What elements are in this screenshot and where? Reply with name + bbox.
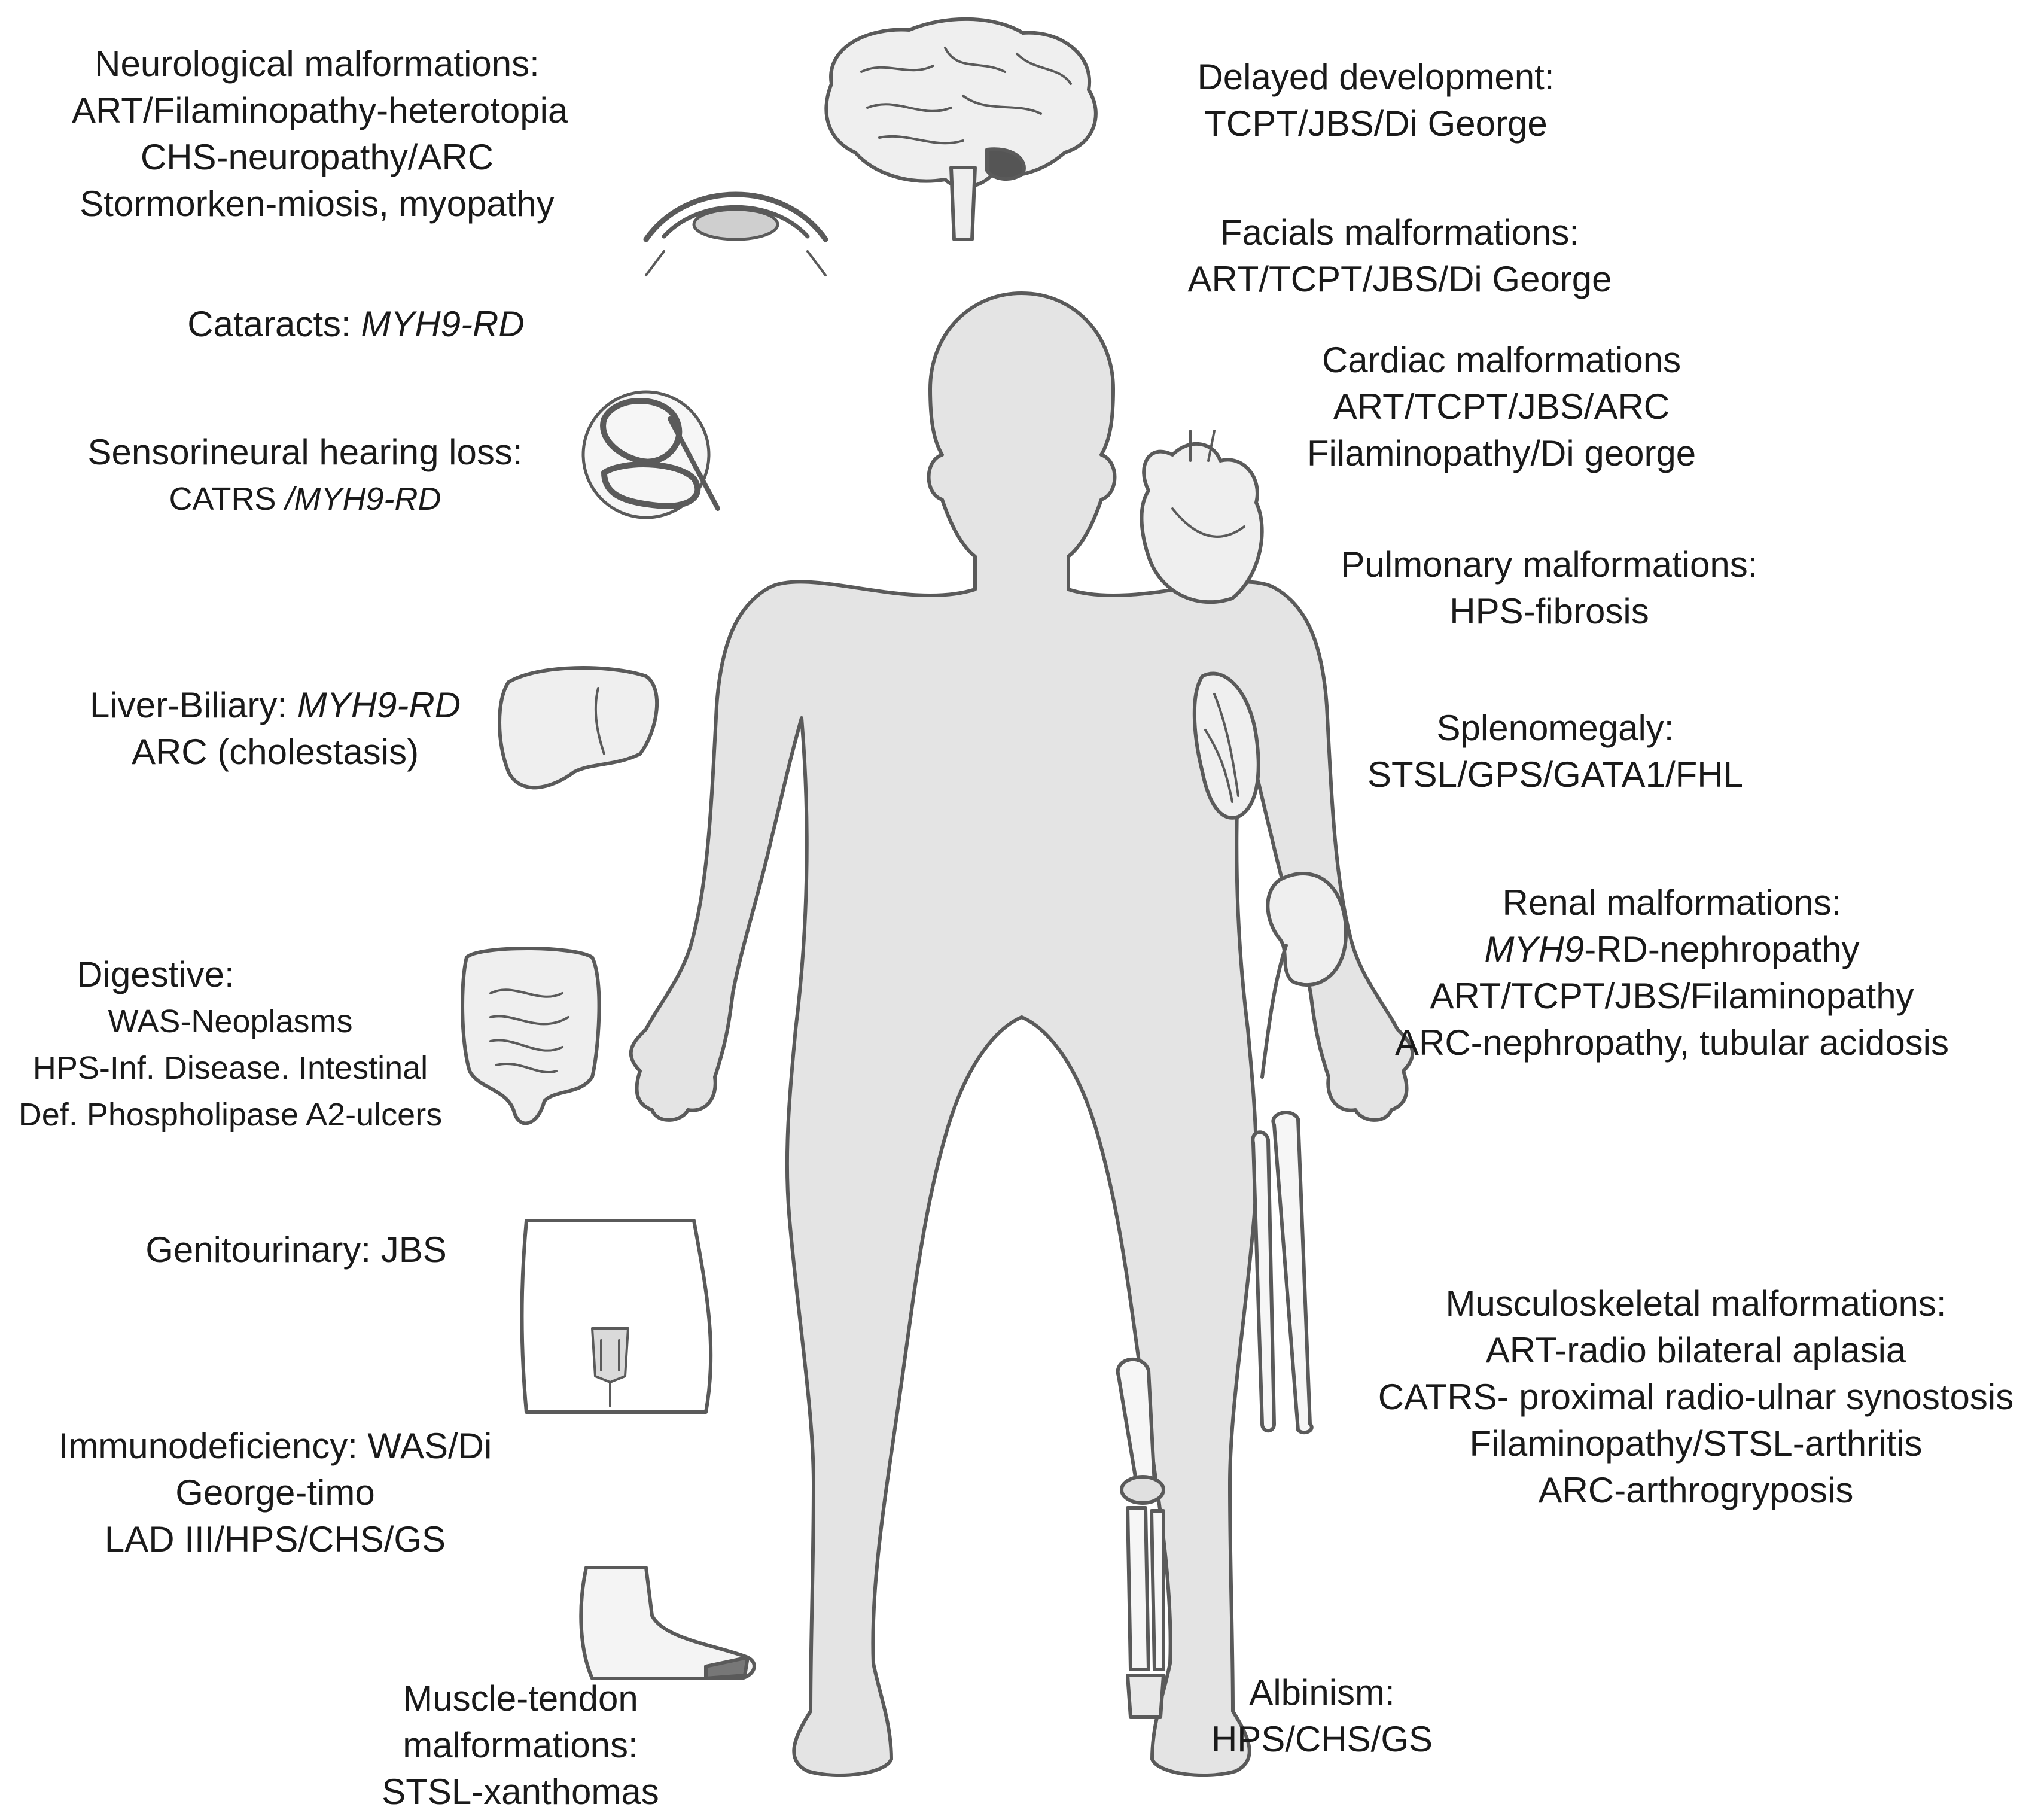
- digestive-line-2: HPS-Inf. Disease. Intestinal: [32, 1050, 428, 1086]
- intestine-icon: [461, 947, 601, 1125]
- label-renal: Renal malformations: MYH9-RD-nephropathy…: [1352, 880, 1992, 1066]
- delayed-line-1: TCPT/JBS/Di George: [1204, 104, 1548, 144]
- label-delayed-development: Delayed development: TCPT/JBS/Di George: [1131, 54, 1621, 147]
- renal-line-3: ARC-nephropathy, tubular acidosis: [1394, 1023, 1949, 1063]
- pelvis-icon: [520, 1219, 713, 1414]
- kidney-icon: [1260, 872, 1348, 1079]
- liver-icon: [498, 666, 659, 790]
- cataracts-gene: MYH9-RD: [361, 304, 525, 344]
- label-genitourinary: Genitourinary: JBS: [108, 1227, 485, 1273]
- facial-line-1: ART/TCPT/JBS/Di George: [1187, 259, 1612, 299]
- digestive-title: Digestive:: [77, 954, 234, 994]
- neuro-line-3: Stormorken-miosis, myopathy: [80, 184, 555, 224]
- facial-title: Facials malformations:: [1220, 212, 1580, 253]
- label-cardiac: Cardiac malformations ART/TCPT/JBS/ARC F…: [1268, 337, 1735, 477]
- muscle-line-2: malformations:: [403, 1725, 638, 1765]
- label-hearing: Sensorineural hearing loss: CATRS /MYH9-…: [48, 429, 562, 522]
- eye-icon: [643, 191, 828, 276]
- muscle-line-3: STSL-xanthomas: [382, 1772, 659, 1810]
- albinism-title: Albinism:: [1249, 1672, 1395, 1712]
- brain-icon: [824, 17, 1098, 241]
- cardiac-line-2: Filaminopathy/Di george: [1306, 433, 1696, 473]
- label-digestive: Digestive: WAS-Neoplasms HPS-Inf. Diseas…: [0, 951, 461, 1138]
- pulmonary-line-1: HPS-fibrosis: [1449, 591, 1649, 631]
- heart-icon: [1140, 430, 1264, 604]
- albinism-line-1: HPS/CHS/GS: [1211, 1719, 1433, 1759]
- label-musculoskeletal: Musculoskeletal malformations: ART-radio…: [1352, 1280, 2040, 1514]
- musculo-line-2: CATRS- proximal radio-ulnar synostosis: [1378, 1377, 2014, 1417]
- label-cataracts: Cataracts: MYH9-RD: [132, 301, 580, 348]
- label-liver: Liver-Biliary: MYH9-RD ARC (cholestasis): [48, 682, 502, 775]
- hearing-prefix: CATRS: [169, 481, 285, 517]
- immuno-line-1: Immunodeficiency: WAS/Di: [58, 1426, 492, 1466]
- cardiac-line-1: ART/TCPT/JBS/ARC: [1333, 387, 1670, 427]
- delayed-title: Delayed development:: [1197, 57, 1555, 97]
- musculo-line-1: ART-radio bilateral aplasia: [1485, 1330, 1906, 1370]
- body-silhouette: [629, 291, 1415, 1778]
- label-facial: Facials malformations: ART/TCPT/JBS/Di G…: [1154, 209, 1645, 303]
- neuro-line-2: CHS-neuropathy/ARC: [140, 137, 494, 177]
- immuno-line-3: LAD III/HPS/CHS/GS: [104, 1519, 446, 1559]
- neuro-line-1: ART/Filaminopathy-heterotopia: [72, 90, 568, 130]
- renal-line-1-suffix: -RD-nephropathy: [1584, 929, 1860, 969]
- inner-ear-icon: [581, 390, 720, 519]
- label-immunodeficiency: Immunodeficiency: WAS/Di George-timo LAD…: [30, 1423, 520, 1563]
- spleen-line-1: STSL/GPS/GATA1/FHL: [1367, 755, 1743, 795]
- renal-gene: MYH9: [1484, 929, 1585, 969]
- cataracts-prefix: Cataracts:: [187, 304, 361, 344]
- musculo-title: Musculoskeletal malformations:: [1445, 1283, 1946, 1324]
- label-muscle-tendon: Muscle-tendon malformations: STSL-xantho…: [335, 1675, 706, 1810]
- label-albinism: Albinism: HPS/CHS/GS: [1172, 1669, 1472, 1763]
- lung-icon: [1192, 671, 1260, 820]
- spleen-title: Splenomegaly:: [1436, 708, 1674, 748]
- digestive-line-3: Def. Phospholipase A2-ulcers: [18, 1097, 443, 1133]
- label-neurological: Neurological malformations: ART/Filamino…: [72, 41, 568, 227]
- cardiac-title: Cardiac malformations: [1321, 340, 1681, 380]
- musculo-line-4: ARC-arthrogryposis: [1538, 1470, 1854, 1510]
- foot-icon: [579, 1566, 756, 1680]
- liver-line-2: ARC (cholestasis): [131, 732, 419, 772]
- renal-line-2: ART/TCPT/JBS/Filaminopathy: [1430, 976, 1914, 1016]
- forearm-bones-icon: [1251, 1111, 1314, 1435]
- genito-title: Genitourinary: JBS: [145, 1230, 447, 1270]
- liver-gene: MYH9-RD: [297, 685, 461, 725]
- muscle-line-1: Muscle-tendon: [403, 1678, 638, 1718]
- musculo-line-3: Filaminopathy/STSL-arthritis: [1469, 1423, 1923, 1464]
- neuro-title: Neurological malformations:: [95, 44, 540, 84]
- pulmonary-title: Pulmonary malformations:: [1341, 544, 1758, 585]
- digestive-line-1: WAS-Neoplasms: [108, 1003, 353, 1039]
- hearing-title: Sensorineural hearing loss:: [87, 432, 523, 472]
- hearing-gene: /MYH9-RD: [285, 481, 441, 517]
- renal-title: Renal malformations:: [1502, 883, 1842, 923]
- label-pulmonary: Pulmonary malformations: HPS-fibrosis: [1304, 542, 1795, 635]
- leg-bones-icon: [1116, 1358, 1165, 1719]
- label-splenomegaly: Splenomegaly: STSL/GPS/GATA1/FHL: [1346, 705, 1765, 798]
- immuno-line-2: George-timo: [175, 1473, 375, 1513]
- liver-prefix: Liver-Biliary:: [89, 685, 297, 725]
